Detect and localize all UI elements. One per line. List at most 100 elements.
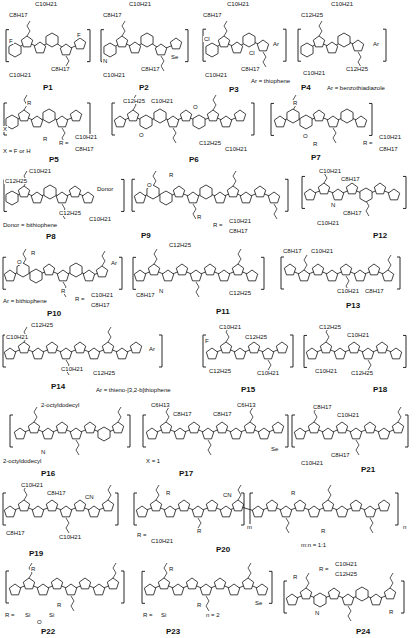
ring	[32, 506, 43, 517]
polymer-structure	[203, 327, 293, 375]
ring	[280, 506, 291, 517]
structure-label: C8H17	[340, 176, 361, 182]
ring	[364, 506, 375, 517]
ring	[308, 422, 319, 433]
structure-label: R =	[142, 612, 154, 618]
alkyl-chain	[356, 440, 359, 455]
structure-label: N	[330, 202, 336, 208]
repeat-bracket	[284, 581, 287, 613]
structure-label: C10H21	[150, 538, 174, 544]
structure-label: N	[40, 449, 46, 455]
ring	[266, 500, 277, 511]
alkyl-chain	[233, 171, 236, 186]
structure-label: C10H21	[20, 482, 44, 488]
ring	[74, 342, 85, 353]
polymer-structure	[143, 407, 288, 455]
structure-label: C8H17	[140, 66, 161, 72]
structure-label: C8H17	[172, 411, 193, 417]
ring	[294, 500, 305, 511]
structure-label: R =	[4, 612, 16, 618]
structure-label: R	[290, 490, 296, 496]
structure-label: n	[402, 524, 407, 530]
ring	[18, 186, 29, 197]
ring	[227, 186, 238, 197]
repeat-bracket	[6, 571, 9, 603]
structure-label: C10H21	[228, 218, 252, 224]
structure-label: C10H21	[378, 134, 402, 140]
repeat-bracket	[143, 415, 146, 447]
ring	[256, 584, 267, 595]
ring	[378, 500, 389, 511]
alkyl-chain	[164, 563, 167, 578]
structure-label: C8H17	[212, 411, 233, 417]
ring	[130, 342, 141, 353]
ring	[158, 578, 169, 589]
ring	[112, 422, 123, 433]
repeat-bracket	[250, 493, 253, 525]
ring	[304, 189, 315, 200]
repeat-bracket	[119, 257, 122, 289]
ring	[242, 578, 253, 589]
repeat-bracket	[401, 581, 404, 613]
ring	[200, 185, 212, 199]
alkyl-chain	[304, 255, 307, 270]
alkyl-chain	[213, 95, 216, 110]
ring	[14, 428, 25, 439]
alkyl-chain	[248, 563, 251, 578]
ring	[9, 43, 21, 57]
repeat-bracket	[121, 571, 124, 603]
structure-label: Si	[48, 612, 55, 618]
ring	[37, 584, 48, 595]
structure-label: C8H17	[282, 248, 303, 254]
repeat-bracket	[290, 335, 293, 367]
repeat-bracket	[112, 103, 115, 135]
ring	[300, 588, 311, 599]
alkyl-chain	[390, 573, 393, 588]
compound-label: P19	[28, 550, 44, 558]
ring	[232, 264, 243, 275]
structure-label: n = 2	[205, 612, 221, 618]
ring	[102, 500, 113, 511]
structure-label: Cl	[203, 36, 211, 42]
ring	[192, 506, 203, 517]
repeat-bracket	[298, 29, 301, 61]
structure-label: R =	[74, 296, 86, 302]
ring	[322, 428, 333, 439]
structure-label: C8H17	[102, 12, 123, 18]
ring	[384, 588, 395, 599]
ring	[230, 428, 241, 439]
polymer-structure	[203, 21, 286, 67]
polymer-structure	[3, 249, 122, 297]
alkyl-chain	[358, 52, 361, 67]
compound-label: P8	[45, 233, 57, 241]
ring	[306, 348, 317, 359]
alkyl-chain	[274, 204, 277, 219]
ring	[334, 348, 345, 359]
ring	[43, 264, 54, 275]
structure-label: CN	[84, 494, 95, 500]
ring	[322, 500, 333, 511]
ring	[42, 428, 53, 439]
compound-label: P21	[360, 466, 376, 474]
structure-label: R	[292, 574, 298, 580]
polymer-structure	[142, 563, 272, 611]
ring	[140, 115, 152, 129]
ring	[298, 270, 309, 281]
ring	[170, 38, 181, 49]
ring	[162, 270, 173, 281]
structure-label: R	[56, 602, 62, 608]
ring	[202, 428, 213, 439]
structure-label: R =	[212, 222, 224, 228]
ring	[104, 43, 116, 57]
ring	[18, 500, 29, 511]
structure-label: Se	[170, 54, 179, 60]
structure-label: O	[192, 104, 199, 110]
structure-label: C10H21	[334, 561, 358, 567]
ring	[96, 266, 107, 277]
ring	[340, 264, 351, 275]
ring	[370, 594, 381, 605]
ring	[127, 110, 138, 121]
structure-label: CN	[222, 492, 233, 498]
structure-label: C10H21	[88, 216, 112, 222]
structure-label: C8H17	[312, 404, 333, 410]
